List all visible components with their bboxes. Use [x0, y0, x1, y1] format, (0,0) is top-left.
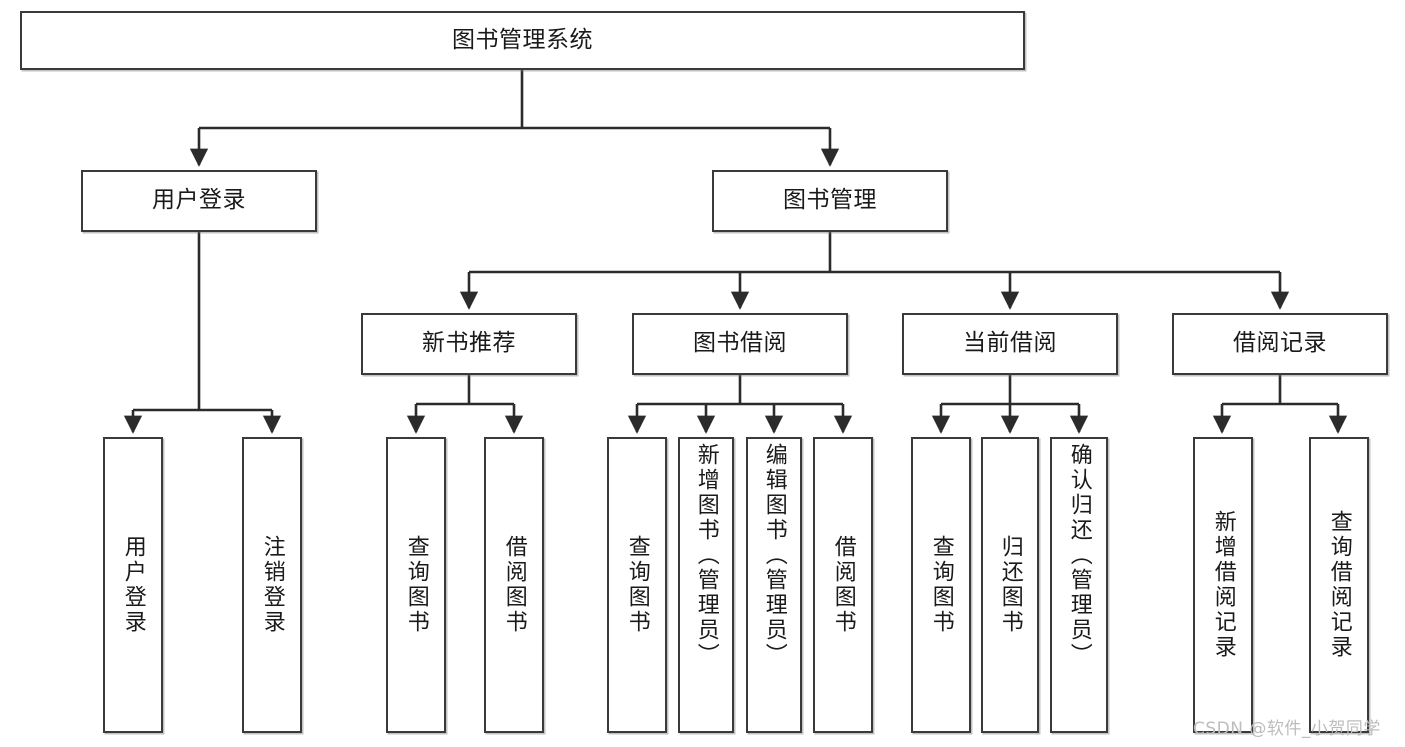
leaf-new-book-query-book[interactable]: 查询图书: [386, 437, 446, 733]
node-label: 图书管理: [783, 187, 877, 214]
leaf-new-book-borrow-book[interactable]: 借阅图书: [484, 437, 544, 733]
leaf-book-borrow-add-book-admin[interactable]: 新增图书（管理员）: [678, 437, 734, 733]
node-label: 借阅图书: [501, 535, 527, 635]
leaf-user-login-login[interactable]: 用户登录: [103, 437, 163, 733]
node-label: 确认归还（管理员）: [1066, 443, 1092, 668]
node-label: 归还图书: [997, 535, 1023, 635]
node-label: 新书推荐: [422, 330, 516, 357]
node-label: 借阅记录: [1233, 330, 1327, 357]
node-label: 查询借阅记录: [1326, 510, 1352, 660]
node-label: 查询图书: [624, 535, 650, 635]
leaf-current-borrow-confirm-return-admin[interactable]: 确认归还（管理员）: [1050, 437, 1108, 733]
node-label: 查询图书: [928, 535, 954, 635]
node-label: 用户登录: [152, 187, 246, 214]
node-user-login[interactable]: 用户登录: [81, 170, 317, 232]
node-label: 借阅图书: [830, 535, 856, 635]
node-label: 用户登录: [120, 535, 146, 635]
node-label: 查询图书: [403, 535, 429, 635]
node-label: 编辑图书（管理员）: [761, 443, 787, 668]
node-label: 图书管理系统: [452, 26, 593, 53]
leaf-book-borrow-query-book[interactable]: 查询图书: [607, 437, 667, 733]
node-new-book-recommend[interactable]: 新书推荐: [361, 313, 577, 375]
node-label: 新增借阅记录: [1210, 510, 1236, 660]
leaf-current-borrow-return-book[interactable]: 归还图书: [981, 437, 1039, 733]
leaf-book-borrow-edit-book-admin[interactable]: 编辑图书（管理员）: [746, 437, 802, 733]
node-current-borrow[interactable]: 当前借阅: [902, 313, 1118, 375]
node-label: 图书借阅: [693, 330, 787, 357]
leaf-borrow-record-add-record[interactable]: 新增借阅记录: [1193, 437, 1253, 733]
leaf-book-borrow-borrow-book[interactable]: 借阅图书: [813, 437, 873, 733]
node-label: 当前借阅: [963, 330, 1057, 357]
node-root-book-management-system[interactable]: 图书管理系统: [20, 11, 1025, 70]
node-book-borrow[interactable]: 图书借阅: [632, 313, 848, 375]
node-borrow-record[interactable]: 借阅记录: [1172, 313, 1388, 375]
leaf-current-borrow-query-book[interactable]: 查询图书: [911, 437, 971, 733]
node-book-management[interactable]: 图书管理: [712, 170, 948, 232]
leaf-borrow-record-query-record[interactable]: 查询借阅记录: [1309, 437, 1369, 733]
node-label: 新增图书（管理员）: [693, 443, 719, 668]
node-label: 注销登录: [259, 535, 285, 635]
leaf-user-login-logout[interactable]: 注销登录: [242, 437, 302, 733]
